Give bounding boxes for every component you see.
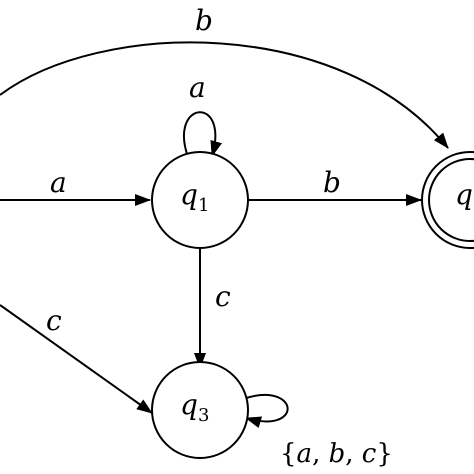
state-label-q1: q1 [180, 178, 209, 216]
edge-label-start-to-q3: c [46, 304, 62, 337]
edge-label-start-to-q1: a [50, 166, 67, 199]
edge-start-to-q3 [0, 304, 153, 414]
state-label-q2: q [455, 178, 473, 211]
state-q3: q3 [151, 361, 249, 459]
edge-label-q1-to-q2: b [323, 166, 341, 199]
edge-label-q3-loop: {a, b, c} [280, 439, 393, 469]
state-q1: q1 [151, 151, 249, 249]
edge-label-start-to-q2: b [195, 4, 213, 37]
state-q2-accepting: q [421, 151, 474, 249]
edge-start-to-q2 [0, 41, 449, 149]
edge-q3-loop [245, 394, 289, 429]
edge-label-q1-loop: a [189, 71, 206, 104]
state-label-q3: q3 [180, 388, 209, 426]
edge-label-q1-to-q3: c [215, 280, 231, 313]
edge-q1-loop [182, 111, 222, 158]
